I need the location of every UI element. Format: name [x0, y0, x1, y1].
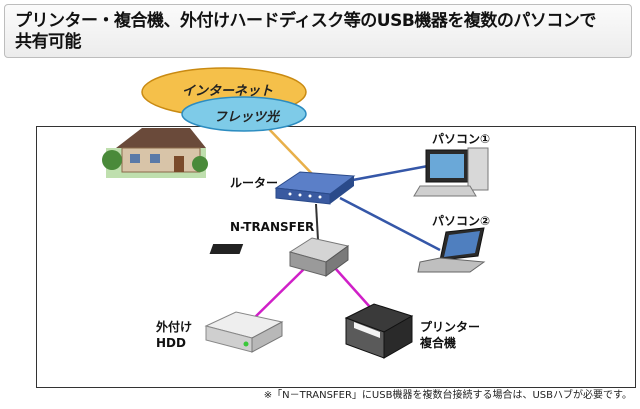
hdd-label-line-1: 外付け	[156, 320, 193, 334]
title-line-1: プリンター・複合機、外付けハードディスク等のUSB機器を複数のパソコンで	[15, 11, 596, 31]
lan-frame	[36, 126, 636, 388]
hdd-label-line-2: HDD	[156, 336, 186, 350]
usb-link-hdd	[249, 267, 306, 323]
internet-label: インターネット	[182, 84, 274, 99]
pc1-label: パソコン①	[432, 132, 491, 146]
laptop-icon	[417, 227, 486, 273]
flets-cloud	[181, 96, 307, 132]
house-icon	[102, 128, 208, 178]
flets-label: フレッツ光	[214, 110, 280, 125]
router-icon	[274, 171, 356, 205]
footnote: ※「N－TRANSFER」にUSB機器を複数台接続する場合は、USBハブが必要で…	[263, 390, 632, 401]
printer-label-line-2: 複合機	[420, 336, 457, 350]
pc2-label: パソコン②	[432, 214, 491, 228]
desktop-pc-icon	[413, 147, 489, 197]
wan-link	[267, 127, 317, 179]
ntransfer-label: N-TRANSFER	[230, 220, 315, 234]
external-hdd-icon	[204, 311, 284, 353]
ntransfer-device-icon	[209, 237, 350, 277]
link-router-ntransfer	[315, 203, 319, 241]
link-router-pc2	[339, 196, 441, 252]
title-banner: プリンター・複合機、外付けハードディスク等のUSB機器を複数のパソコンで 共有可…	[4, 4, 632, 58]
router-label: ルーター	[230, 176, 279, 190]
printer-label-line-1: プリンター	[420, 320, 481, 334]
title-line-2: 共有可能	[15, 32, 82, 52]
link-router-pc1	[341, 164, 429, 184]
printer-icon	[344, 303, 414, 359]
